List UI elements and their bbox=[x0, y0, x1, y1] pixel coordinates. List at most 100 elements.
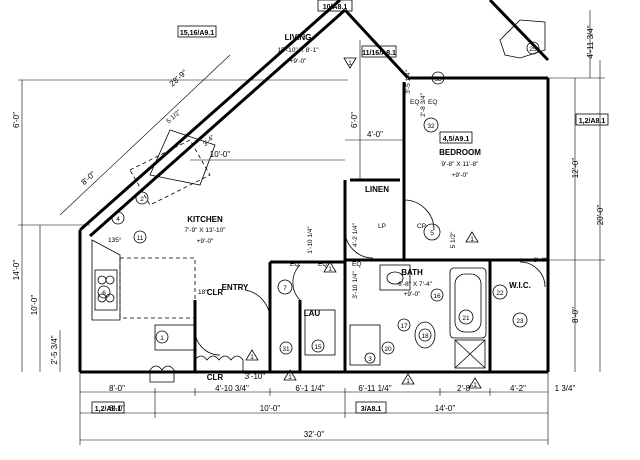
warning-triangles: 1 1 1 1 1 1 1 bbox=[245, 57, 482, 389]
eq-label: EQ bbox=[410, 99, 419, 106]
fridge-outline bbox=[149, 129, 216, 186]
dim-text: 10'-0" bbox=[260, 404, 281, 413]
kitchen-island-outline bbox=[119, 257, 196, 319]
burner-icon bbox=[97, 275, 107, 285]
keynote: 2 bbox=[140, 196, 144, 203]
dim-text: 4'-11 3/4" bbox=[586, 25, 595, 58]
warning-icon: 1 bbox=[473, 382, 477, 389]
door-swing bbox=[194, 329, 221, 356]
dimension-text: 32'-0" 8'-0" 10'-0" 14'-0" 8'-0" 4'-10 3… bbox=[12, 25, 605, 439]
dim-text: 6'-0" bbox=[12, 112, 21, 128]
section-tag: 1,2/A8.1 bbox=[579, 118, 606, 125]
section-tag: 15,16/A9.1 bbox=[180, 30, 214, 37]
bath-size: 6'-8" X 7'-4" bbox=[398, 281, 433, 288]
dim-text: 1 3/4" bbox=[555, 384, 576, 393]
dim-text: 5 1/2" bbox=[450, 231, 457, 248]
dim-text: 14'-0" bbox=[12, 260, 21, 281]
keynote: 5 bbox=[430, 230, 434, 237]
keynote: 4 bbox=[116, 216, 120, 223]
living-name: LIVING bbox=[285, 33, 312, 42]
section-tags: 10/A8.1 15,16/A9.1 11/16/A8.1 4,5/A9.1 1… bbox=[91, 0, 609, 414]
dim-text: 6'-1 1/4" bbox=[295, 384, 324, 393]
kitchen-counters bbox=[91, 129, 216, 351]
bath-ceiling: +9'-0" bbox=[404, 291, 421, 298]
dim-text: 5 1/2" bbox=[165, 108, 183, 125]
dim-text: 2'-8 3/4" bbox=[420, 92, 427, 116]
shrub-icon bbox=[149, 355, 244, 383]
keynote: 6 bbox=[102, 290, 106, 297]
warning-icon: 1 bbox=[406, 378, 410, 385]
lau-name: LAU bbox=[304, 309, 321, 318]
keynote: 32 bbox=[427, 123, 435, 130]
keynote: 1 bbox=[160, 335, 164, 342]
dim-text: 12'-0" bbox=[571, 158, 580, 179]
warning-icon: 1 bbox=[288, 374, 292, 381]
dim-text: 4'-10 3/4" bbox=[215, 384, 249, 393]
dryer bbox=[304, 309, 336, 356]
keynote: 20 bbox=[384, 346, 392, 353]
dim-text: 4'-0" bbox=[367, 130, 383, 139]
section-tag: 4,5/A9.1 bbox=[443, 136, 470, 143]
dim-text: 3'-4" bbox=[534, 257, 548, 264]
plant-icon bbox=[499, 19, 546, 59]
eq-label: EQ bbox=[352, 261, 361, 268]
bathtub-inner bbox=[454, 273, 482, 333]
kitchen-island bbox=[154, 324, 196, 351]
keynote: 25 bbox=[529, 46, 537, 53]
shower bbox=[454, 339, 486, 369]
counter-left bbox=[91, 239, 121, 321]
pantry-outline bbox=[129, 139, 211, 206]
cp-label: CP bbox=[417, 223, 426, 230]
dim-text: 1'-10 1/4" bbox=[307, 226, 314, 254]
keynotes: 1 2 3 4 5 6 7 11 15 16 17 18 20 21 22 23… bbox=[97, 41, 540, 364]
keynote: 31 bbox=[282, 346, 290, 353]
burner-icon bbox=[105, 293, 115, 303]
keynote: 15 bbox=[314, 344, 322, 351]
section-tag: 10/A8.1 bbox=[323, 4, 348, 11]
dim-text: 8'-0" bbox=[79, 169, 97, 186]
dim-text: 4'-2 1/4" bbox=[352, 222, 359, 246]
warning-icon: 1 bbox=[250, 354, 254, 361]
bath-fixtures bbox=[304, 264, 487, 369]
dim-overall: 32'-0" bbox=[304, 430, 325, 439]
range bbox=[94, 269, 118, 311]
bedroom-size: 9'-8" X 11'-8" bbox=[442, 161, 480, 168]
room-labels: LIVING 15'-10" X 8'-1" +9'-0" KITCHEN 7'… bbox=[184, 33, 530, 382]
keynote: 16 bbox=[433, 293, 441, 300]
dim-text: 4'-2" bbox=[510, 384, 526, 393]
entry-name: ENTRY bbox=[222, 283, 249, 292]
door-swing bbox=[344, 229, 374, 259]
lp-label: LP bbox=[378, 223, 386, 230]
interior-walls bbox=[193, 82, 548, 372]
dim-text: 3'-10" bbox=[245, 372, 266, 381]
living-size: 15'-10" X 8'-1" bbox=[277, 47, 319, 54]
doors bbox=[194, 199, 546, 356]
misc-labels: EQ EQ EQ EQ EQ CP LP 18" 135° bbox=[108, 99, 437, 296]
dim-text: 8'-0" bbox=[109, 384, 125, 393]
bedroom-name: BEDROOM bbox=[439, 148, 481, 157]
toilet bbox=[414, 321, 436, 349]
dim-text: 2'-5 3/4" bbox=[50, 335, 59, 364]
eq-label: EQ bbox=[428, 99, 437, 106]
bathtub bbox=[449, 267, 487, 339]
clr-name-b: CLR bbox=[207, 373, 224, 382]
wic-name: W.I.C. bbox=[509, 281, 531, 290]
dim-text: 6'-0" bbox=[350, 112, 359, 128]
vanity bbox=[379, 264, 411, 291]
keynote: 23 bbox=[516, 318, 524, 325]
top-right-wall bbox=[488, 0, 550, 62]
dim-text: 8'-0" bbox=[571, 307, 580, 323]
dim-text: 6'-11 1/4" bbox=[358, 384, 391, 393]
keynote: 21 bbox=[462, 315, 470, 322]
keynote: 22 bbox=[496, 290, 504, 297]
dim-text: 10'-0" bbox=[30, 295, 39, 316]
clr-name-a: CLR bbox=[207, 288, 224, 297]
kitchen-size: 7'-9" X 13'-10" bbox=[184, 227, 226, 234]
keynote: 7 bbox=[283, 285, 287, 292]
bedroom-ceiling: +9'-0" bbox=[452, 172, 469, 179]
warning-icon: 1 bbox=[328, 266, 332, 273]
eq-label: EQ bbox=[290, 261, 299, 268]
corner-wall bbox=[343, 8, 410, 80]
section-tag: 3/A8.1 bbox=[361, 406, 382, 413]
keynote: 18 bbox=[421, 333, 429, 340]
